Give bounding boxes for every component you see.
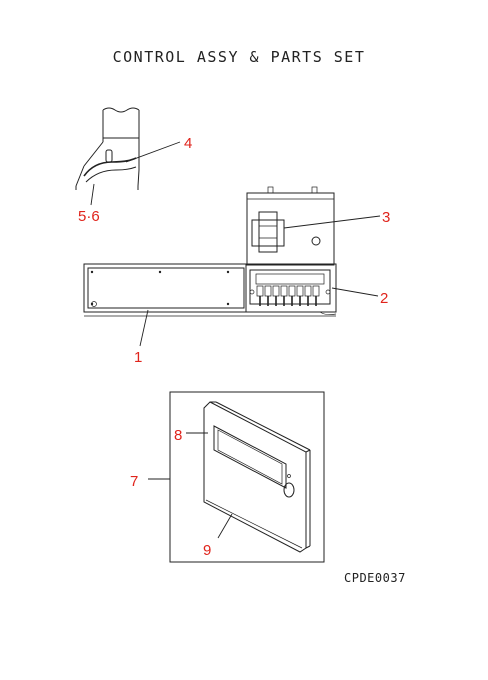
relay-board (246, 186, 381, 266)
terminal-screw (288, 285, 296, 297)
remote-controller (148, 391, 325, 563)
callout-1: 1 (134, 349, 142, 366)
terminal-screw (272, 285, 280, 297)
terminal-screw (304, 285, 312, 297)
callout-3: 3 (382, 209, 390, 226)
terminal-screw (296, 285, 304, 297)
callout-9: 9 (203, 542, 211, 559)
terminal-screw (312, 285, 320, 297)
terminal-screw (280, 285, 288, 297)
callout-7: 7 (130, 473, 138, 490)
callout-5-6: 5·6 (78, 208, 100, 225)
terminal-block (249, 269, 379, 306)
callout-2: 2 (380, 290, 388, 307)
callout-4: 4 (184, 135, 192, 152)
terminal-screw (264, 285, 272, 297)
bracket-with-clip (75, 107, 181, 206)
terminal-screw (256, 285, 264, 297)
diagram-title: CONTROL ASSY & PARTS SET (112, 48, 366, 66)
control-panel (83, 263, 337, 347)
reference-code: CPDE0037 (344, 571, 406, 585)
callout-8: 8 (174, 427, 182, 444)
